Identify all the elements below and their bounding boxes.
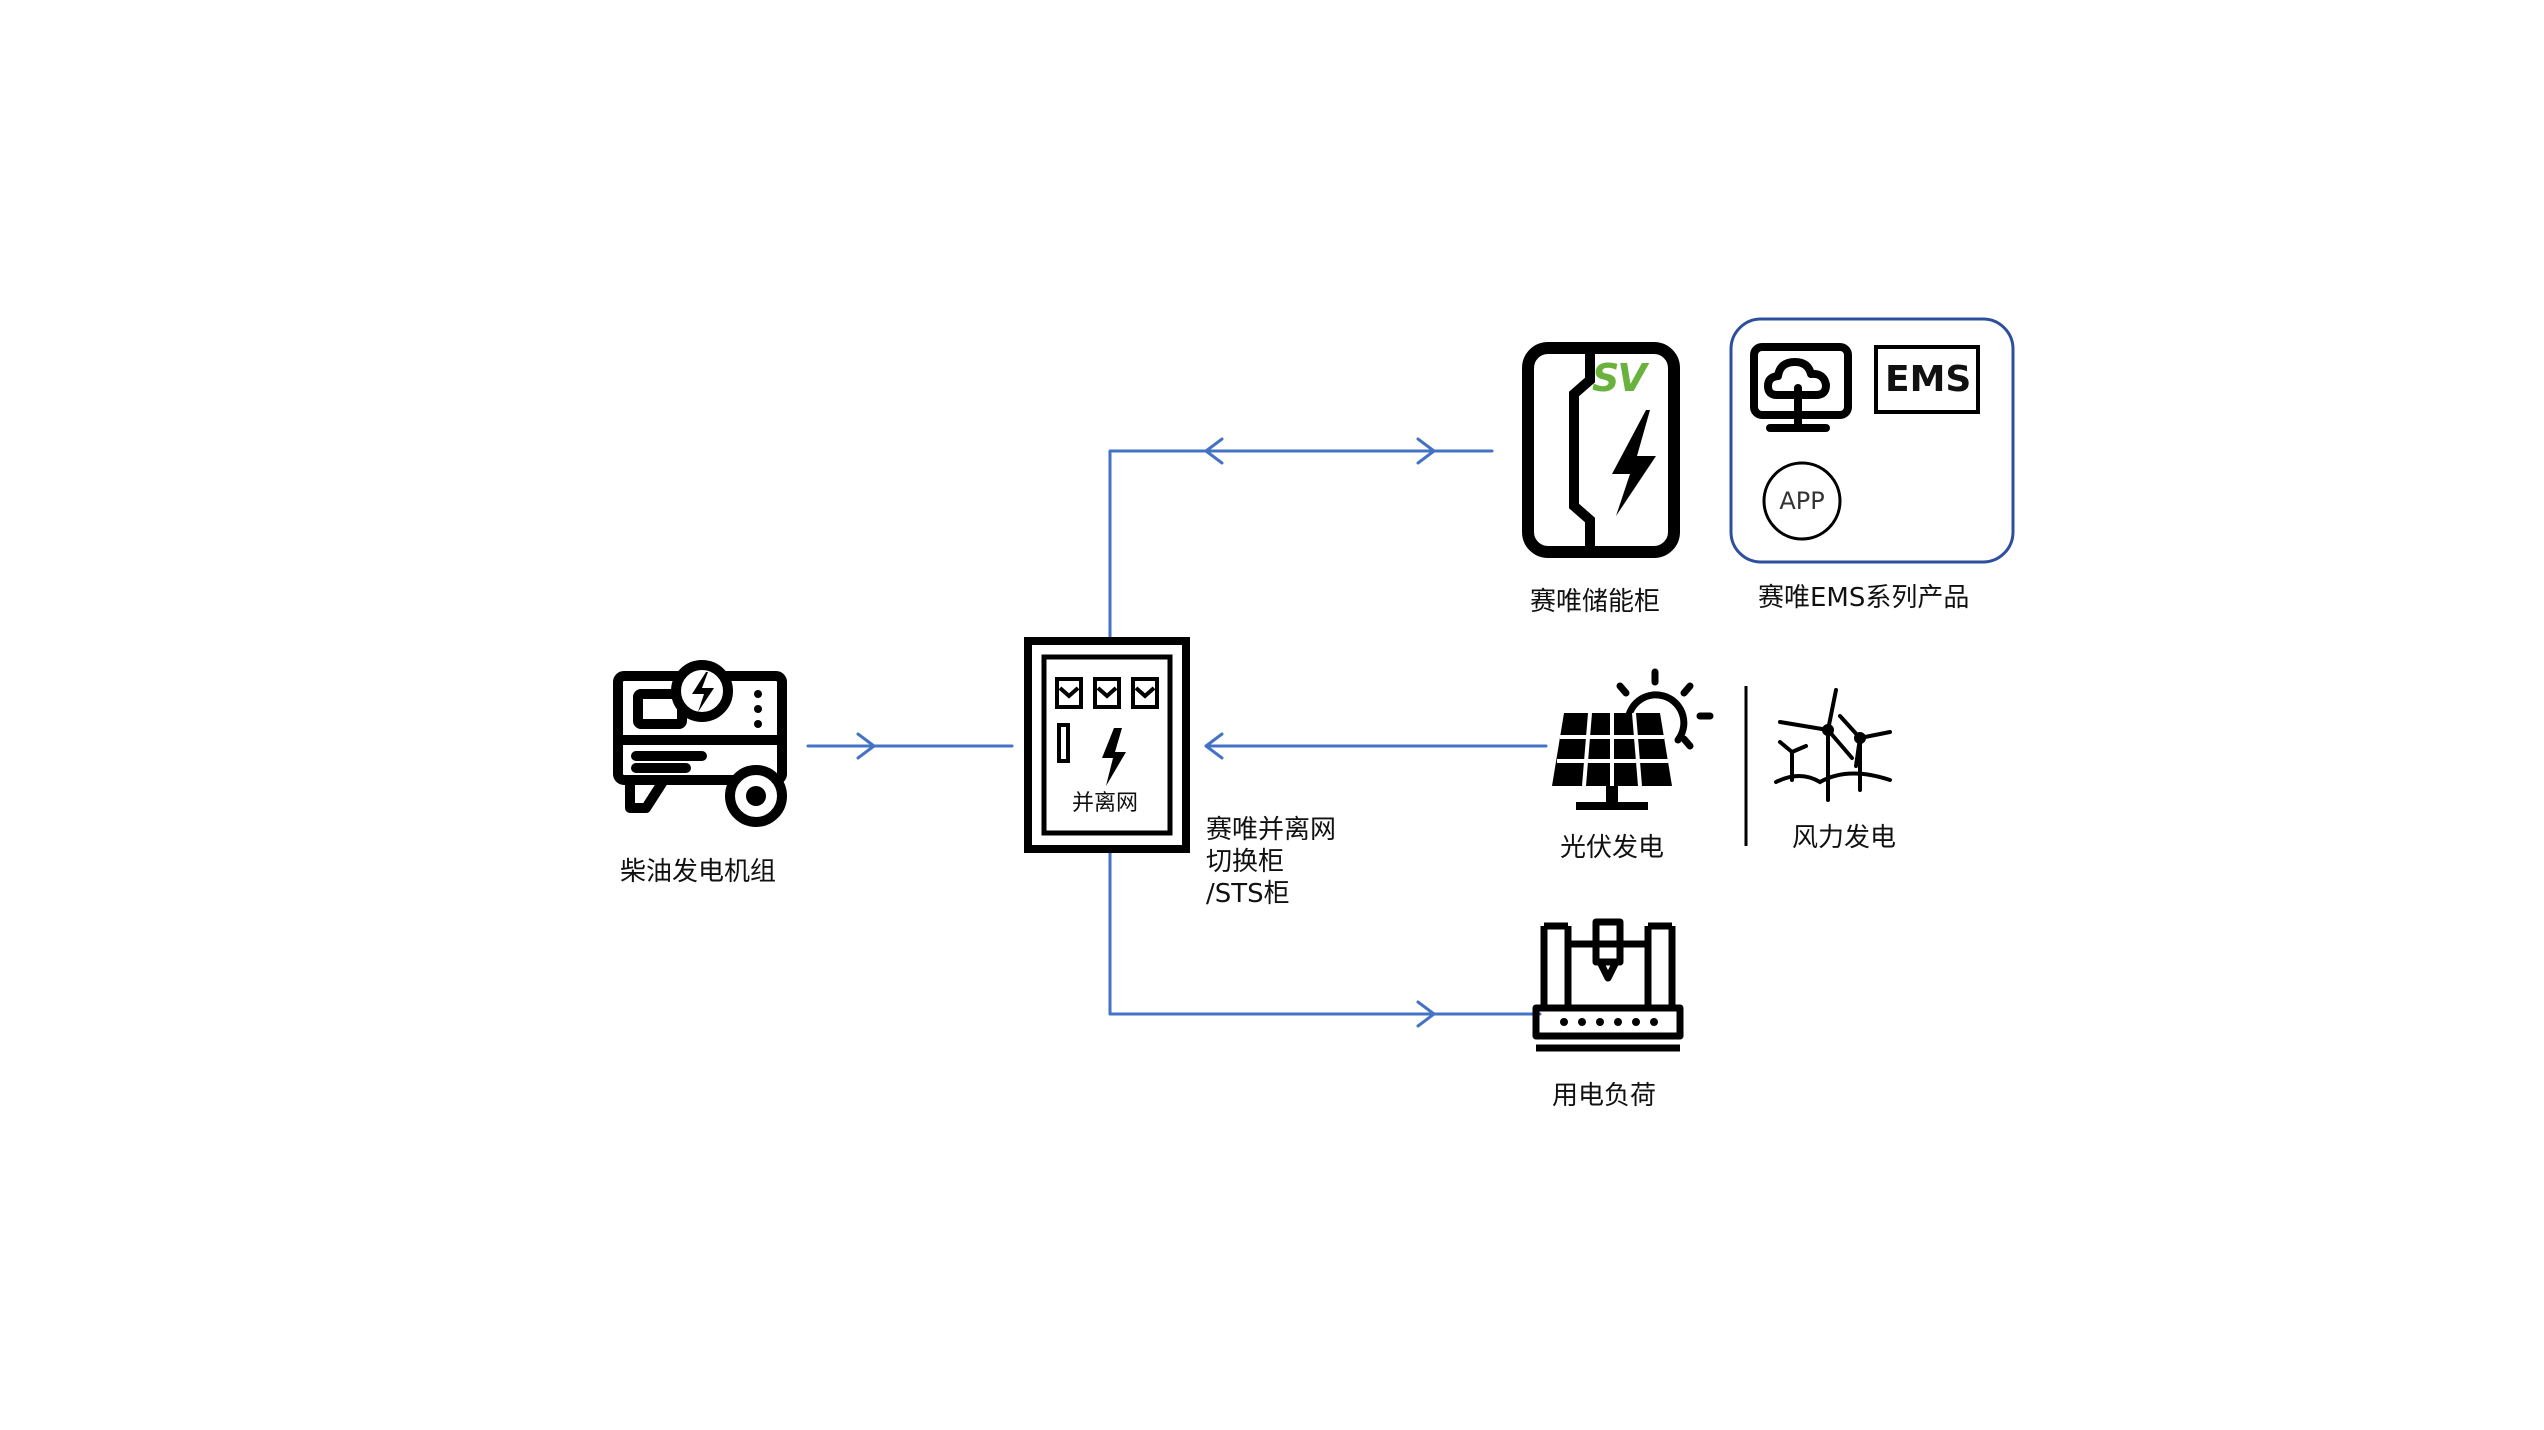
connectors	[806, 437, 1548, 1028]
battery-cabinet-icon	[1522, 342, 1680, 558]
sun-icon	[1616, 668, 1714, 750]
switch-cabinet-label-line-3: /STS柜	[1206, 879, 1290, 909]
storage-logo-text: SV	[1592, 356, 1647, 400]
switch-cabinet-label-line-1: 赛唯并离网	[1206, 815, 1337, 845]
arrow-head-diesel	[856, 732, 876, 760]
switch-cabinet-label: 赛唯并离网 切换柜 /STS柜	[1206, 814, 1336, 910]
ems-group-border	[1729, 317, 2015, 564]
storage-label: 赛唯储能柜	[1530, 587, 1661, 617]
arrow-head-storage-left	[1204, 437, 1224, 465]
load-label: 用电负荷	[1552, 1081, 1657, 1111]
ems-icon	[1874, 345, 1980, 414]
ems-label: 赛唯EMS系列产品	[1758, 583, 1970, 613]
connector-switch-to-load	[1108, 850, 1542, 1016]
diesel-label: 柴油发电机组	[620, 857, 777, 887]
cloud-monitor-icon	[1750, 343, 1852, 432]
switch-cabinet-label-line-2: 切换柜	[1206, 847, 1285, 877]
handle-icon	[1057, 723, 1070, 763]
wind-turbine-icon	[1774, 688, 1892, 802]
switch-cabinet-icon	[1024, 637, 1190, 853]
solar-label: 光伏发电	[1560, 833, 1665, 863]
app-icon	[1762, 461, 1842, 541]
wind-label: 风力发电	[1792, 823, 1897, 853]
solar-panel-icon	[1552, 668, 1714, 810]
ems-group	[1729, 317, 2015, 564]
storage-lightning-icon	[1612, 410, 1656, 516]
switch-cabinet-inner-text: 并离网	[1072, 791, 1139, 816]
generator-icon	[613, 660, 787, 827]
connector-switch-to-storage	[1108, 449, 1494, 640]
industrial-machine-icon	[1532, 918, 1684, 1052]
app-icon-text: APP	[1779, 487, 1825, 515]
lightning-icon	[1102, 728, 1126, 786]
arrow-head-storage-right	[1416, 437, 1436, 465]
arrow-head-load	[1416, 1000, 1436, 1028]
arrow-head-solar	[1204, 732, 1224, 760]
ems-icon-text: EMS	[1885, 359, 1972, 400]
breaker-icons	[1055, 677, 1159, 709]
